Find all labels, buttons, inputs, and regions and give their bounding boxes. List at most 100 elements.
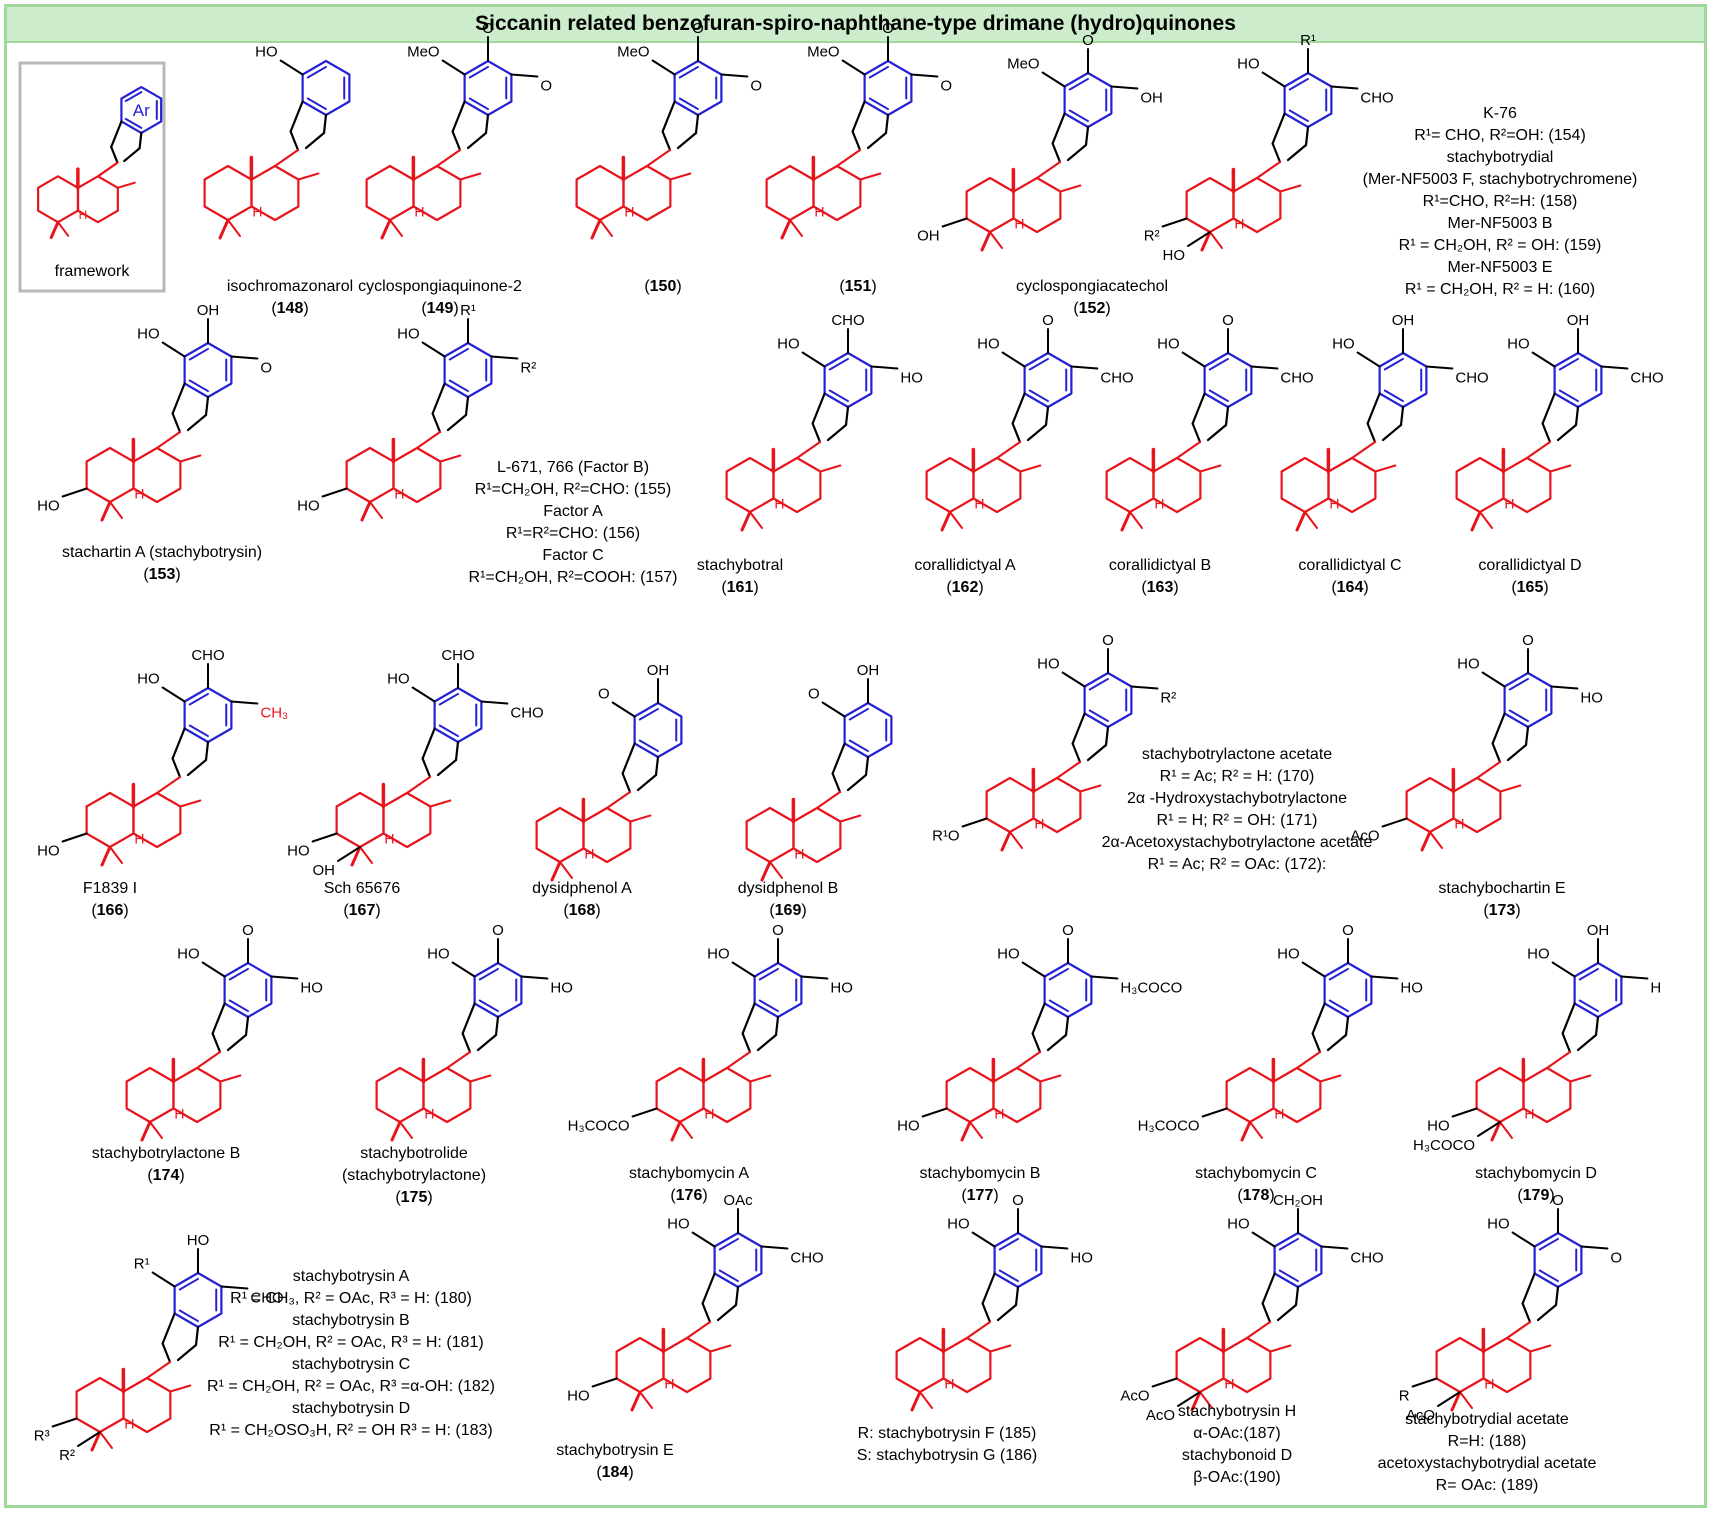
- substituent-line: R¹=CH₂OH, R²=CHO: (155): [474, 481, 672, 498]
- compound-label-168: dysidphenol A(168): [532, 878, 632, 922]
- compound-label-148: isochromazonarol(148): [227, 276, 353, 320]
- compound-label-152: cyclospongiacatechol(152): [1016, 276, 1168, 320]
- substituent-line: Factor A: [543, 503, 603, 520]
- compound-label-166: F1839 I(166): [83, 878, 137, 922]
- compound-name: corallidictyal B: [1108, 557, 1212, 574]
- compound-name: F1839 I: [82, 880, 138, 897]
- compound-label-174: stachybotrylactone B(174): [92, 1143, 241, 1187]
- compound-name: Sch 65676: [323, 880, 401, 897]
- substituent-line: stachybotrysin B: [292, 1312, 410, 1329]
- substituent-line: S: stachybotrysin G (186): [856, 1447, 1038, 1464]
- substituent-label: R²: [59, 1447, 75, 1464]
- substituent-label: CHO: [510, 705, 543, 722]
- substituent-label: HO: [1527, 946, 1550, 963]
- compound-label-179: stachybomycin D(179): [1475, 1163, 1597, 1207]
- stereo-h-label: H: [994, 1106, 1004, 1122]
- substituent-label: R²: [1160, 690, 1176, 707]
- substituent-label: HO: [1163, 247, 1186, 264]
- stereo-h-label: H: [1154, 496, 1164, 512]
- compound-name: stachybomycin A: [628, 1165, 750, 1182]
- substituent-label: CHO: [1100, 370, 1133, 387]
- substituent-label: OH: [1567, 312, 1590, 329]
- compound-label-161: stachybotral(161): [697, 555, 783, 599]
- substituent-line: R¹ = CH₂OSO₃H, R² = OH R³ = H: (183): [209, 1422, 493, 1439]
- substituent-label: H₃COCO: [1120, 980, 1182, 997]
- stereo-h-label: H: [79, 208, 88, 222]
- structure-148: HHO: [203, 44, 351, 240]
- substituent-label: R³: [34, 1428, 50, 1445]
- substituent-label: HO: [1157, 336, 1180, 353]
- substituent-label: O: [1042, 312, 1054, 329]
- compound-number: (179): [1517, 1187, 1555, 1204]
- substituent-label: HO: [997, 946, 1020, 963]
- compound-label-169: dysidphenol B(169): [738, 878, 839, 922]
- substituent-label: O: [692, 20, 704, 37]
- substituent-line: stachybotrysin H: [1177, 1403, 1297, 1420]
- stereo-h-label: H: [424, 1106, 434, 1122]
- compound-label-165: corallidictyal D(165): [1478, 555, 1581, 599]
- substituent-line: Mer-NF5003 E: [1447, 259, 1553, 276]
- substituent-label: O: [940, 78, 952, 95]
- substituent-label: HO: [387, 671, 410, 688]
- substituent-label: CHO: [250, 1290, 283, 1307]
- substituent-label: R¹: [134, 1256, 150, 1273]
- substituent-label: O: [808, 686, 820, 703]
- substituent-label: HO: [947, 1216, 970, 1233]
- substituent-label: H: [1650, 980, 1661, 997]
- substituent-label: O: [1062, 922, 1074, 939]
- compound-number: (175): [395, 1189, 433, 1206]
- substituent-line: stachybotrylactone acetate: [1141, 746, 1333, 763]
- substituent-line: R¹= CHO, R²=OH: (154): [1414, 127, 1586, 144]
- substituent-label: HO: [1507, 336, 1530, 353]
- substituent-label: HO: [37, 843, 60, 860]
- substituent-label: O: [1222, 312, 1234, 329]
- substituent-line: acetoxystachybotrydial acetate: [1377, 1455, 1597, 1472]
- compound-label-149: cyclospongiaquinone-2(149): [358, 276, 522, 320]
- substituent-label: CHO: [1280, 370, 1313, 387]
- compound-name: stachybotrylactone B: [91, 1145, 241, 1162]
- substituent-label: O: [540, 78, 552, 95]
- substituent-label: AcO: [1350, 828, 1379, 845]
- substituent-label: HO: [1070, 1250, 1093, 1267]
- substituent-label: O: [1552, 1192, 1564, 1209]
- compound-number: (177): [961, 1187, 999, 1204]
- compound-label-175: stachybotrolide(stachybotrylactone)(175): [342, 1143, 486, 1209]
- stereo-h-label: H: [814, 204, 824, 220]
- substituent-line: R¹ = H; R² = OH: (171): [1156, 812, 1318, 829]
- compound-number: (164): [1331, 579, 1369, 596]
- substituent-label: HO: [830, 980, 853, 997]
- substituent-label: HO: [297, 498, 320, 515]
- substituent-label: O: [598, 686, 610, 703]
- stereo-h-label: H: [1454, 816, 1464, 832]
- substituent-label: HO: [287, 843, 310, 860]
- substituent-line: R¹=CH₂OH, R²=COOH: (157): [468, 569, 678, 586]
- substituent-label: O: [1610, 1250, 1622, 1267]
- substituent-label: AcO: [1146, 1407, 1175, 1424]
- substituent-label: HO: [37, 498, 60, 515]
- substituent-label: R¹: [1300, 32, 1316, 49]
- compound-number: (153): [143, 566, 181, 583]
- substituent-label: CHO: [1455, 370, 1488, 387]
- substituent-label: HO: [1227, 1216, 1250, 1233]
- stereo-h-label: H: [384, 831, 394, 847]
- substituent-line: R¹ = CH₂OH, R² = OAc, R³ =α-OH: (182): [207, 1378, 495, 1395]
- compound-number: (169): [769, 902, 807, 919]
- substituent-label: HO: [1427, 1118, 1450, 1135]
- stereo-h-label: H: [664, 1376, 674, 1392]
- substituent-line: (Mer-NF5003 F, stachybotrychromene): [1362, 171, 1638, 188]
- substituent-label: AcO: [1120, 1388, 1149, 1405]
- compound-name: stachartin A (stachybotrysin): [61, 544, 263, 561]
